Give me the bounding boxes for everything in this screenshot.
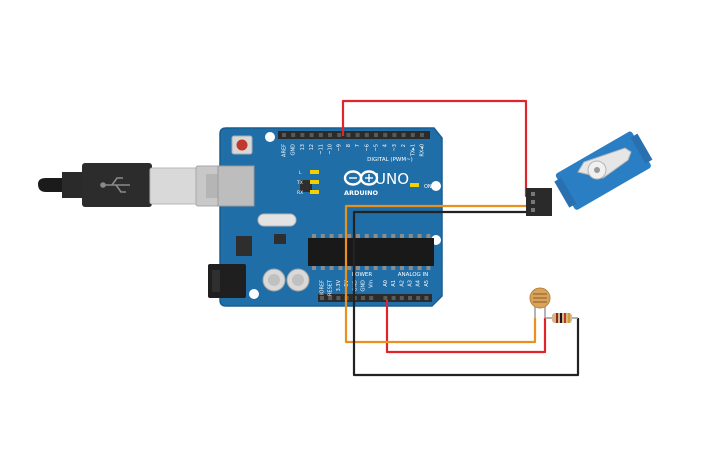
photoresistor: [529, 287, 551, 318]
digital-pin-socket[interactable]: [309, 133, 314, 137]
crystal: [257, 213, 297, 227]
power-pin-socket[interactable]: [336, 296, 341, 300]
digital-pin-socket[interactable]: [318, 133, 323, 137]
digital-pin-socket[interactable]: [392, 133, 397, 137]
digital-pin-label: ~10: [328, 144, 334, 155]
digital-pin-socket[interactable]: [401, 133, 406, 137]
power-pin-label: GND: [361, 280, 367, 292]
digital-pin-socket[interactable]: [337, 133, 342, 137]
voltage-regulator: [236, 236, 252, 256]
capacitor: [286, 268, 310, 292]
analog-pin-socket[interactable]: [416, 296, 421, 300]
digital-pin-label: ~11: [318, 144, 324, 155]
digital-pin-label: ~9: [337, 144, 343, 151]
arduino-logo: [343, 170, 379, 186]
power-pin-label: Vin: [369, 280, 375, 288]
analog-pin-socket[interactable]: [391, 296, 396, 300]
smd-chip: [300, 180, 312, 192]
reset-button[interactable]: [231, 135, 253, 155]
mounting-hole: [431, 181, 441, 191]
sensor-ground-wire[interactable]: [352, 300, 580, 377]
analog-pin-label: A5: [424, 280, 430, 287]
digital-pin-label: ~3: [392, 144, 398, 151]
power-pin-socket[interactable]: [328, 296, 333, 300]
digital-pin-label: 2: [401, 144, 407, 147]
status-leds: L TX RX ON: [296, 170, 432, 196]
digital-pin-socket[interactable]: [374, 133, 378, 137]
digital-pin-label: ~6: [364, 144, 370, 151]
sensor-power-wire[interactable]: [344, 300, 537, 344]
usb-icon: [100, 177, 130, 193]
smd-chip: [274, 234, 286, 244]
micro-servo: [526, 131, 653, 216]
servo-ground-wire[interactable]: [352, 210, 540, 300]
digital-pin-socket[interactable]: [291, 133, 296, 137]
digital-pin-label: 13: [300, 144, 306, 150]
digital-pin-label: TX▸1: [410, 144, 416, 157]
power-pin-socket[interactable]: [320, 296, 324, 300]
power-pin-label: 3.3V: [336, 279, 342, 291]
power-jack: [208, 264, 246, 298]
power-header-label: POWER: [352, 272, 373, 278]
led-label-tx: TX: [296, 180, 303, 186]
digital-pin-socket[interactable]: [355, 133, 360, 137]
servo-horn[interactable]: [577, 147, 632, 180]
digital-pin-label: AREF: [282, 144, 288, 157]
analog-header-label: ANALOG IN: [398, 272, 429, 278]
analog-pin-label: A0: [383, 280, 389, 287]
digital-pin-socket[interactable]: [328, 133, 332, 137]
power-pin-label: RESET: [328, 279, 334, 296]
digital-pin-socket[interactable]: [364, 133, 369, 137]
logo-text: ARDUINO: [344, 189, 379, 197]
power-pin-label: IOREF: [320, 280, 326, 295]
digital-pin-label: 8: [346, 144, 352, 147]
servo-power-wire[interactable]: [344, 204, 540, 300]
board-model: UNO: [375, 170, 409, 188]
digital-pin-socket[interactable]: [300, 133, 305, 137]
led-label-rx: RX: [297, 190, 303, 196]
microcontroller-chip: [308, 234, 434, 270]
analog-pin-socket[interactable]: [408, 296, 412, 300]
mounting-hole: [249, 289, 259, 299]
digital-pin-label: GND: [291, 144, 297, 156]
power-pin-label: GND: [352, 280, 358, 292]
led-label-l: L: [299, 170, 302, 176]
analog-pin-label: A2: [399, 280, 405, 287]
digital-pin-socket[interactable]: [282, 133, 286, 137]
power-pin-socket[interactable]: [369, 296, 374, 300]
digital-pin-label: RX◂0: [420, 144, 426, 157]
analog-pin-socket[interactable]: [399, 296, 404, 300]
logo-plus-icon: [365, 174, 373, 182]
capacitor: [262, 268, 286, 292]
sensor-analog-wire[interactable]: [385, 300, 547, 354]
usb-jack: [217, 165, 255, 207]
digital-pin-socket[interactable]: [410, 133, 415, 137]
digital-pin-socket[interactable]: [420, 133, 424, 137]
on-led-label: ON: [424, 184, 432, 190]
digital-pin-label: 7: [355, 144, 361, 147]
digital-pin-label: 12: [309, 144, 315, 150]
power-pin-socket[interactable]: [361, 296, 365, 300]
digital-pin-socket[interactable]: [346, 133, 351, 137]
resistor: [545, 313, 578, 323]
digital-header-label: DIGITAL (PWM~): [367, 157, 413, 163]
analog-pin-label: A4: [416, 280, 422, 287]
analog-pin-socket[interactable]: [383, 296, 388, 300]
analog-pin-label: A3: [408, 280, 414, 287]
digital-pin-label: 4: [383, 144, 389, 147]
digital-pin-socket[interactable]: [383, 133, 388, 137]
analog-pin-socket[interactable]: [424, 296, 429, 300]
analog-pin-label: A1: [391, 280, 397, 287]
digital-pin-label: ~5: [374, 144, 380, 151]
mounting-hole: [265, 132, 275, 142]
